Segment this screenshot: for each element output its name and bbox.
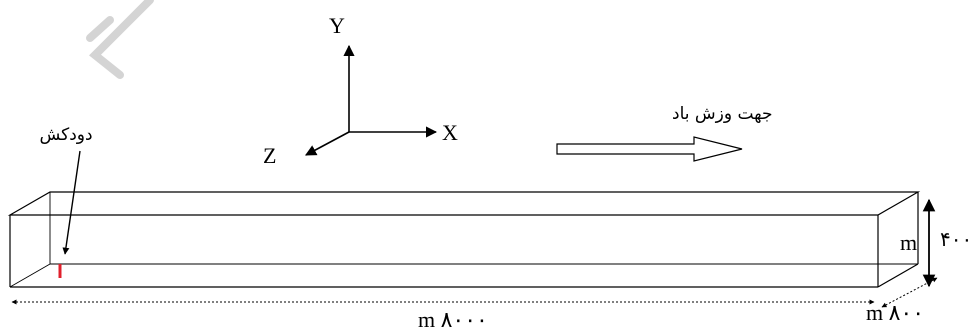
chimney-label: دودکش — [39, 125, 92, 145]
width-label: m ۸۰۰ — [866, 300, 924, 325]
box-bottom-right-edge — [877, 263, 919, 288]
wind-direction-label: جهت وزش باد — [672, 104, 773, 124]
wind-direction-arrow — [556, 136, 743, 162]
watermark-mark — [86, 0, 154, 79]
z-axis-arrow — [305, 131, 350, 156]
height-value-label: ۴۰۰ — [940, 229, 972, 251]
z-axis-label: Z — [263, 143, 276, 168]
height-unit-label: m — [900, 230, 917, 255]
x-axis-label: X — [442, 120, 458, 145]
length-label: m ۸۰۰۰ — [418, 307, 488, 332]
box-top-face — [7, 191, 921, 216]
y-axis-label: Y — [329, 13, 345, 38]
domain-box — [7, 191, 921, 288]
box-bottom-left-edge — [9, 263, 51, 288]
chimney-pointer-arrow — [62, 150, 81, 255]
coordinate-axes — [305, 44, 438, 156]
